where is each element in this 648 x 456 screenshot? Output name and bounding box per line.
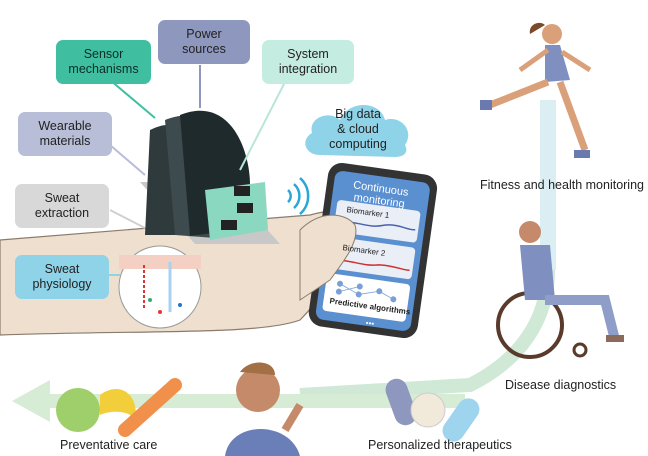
man-taking-pill [225, 362, 304, 456]
therapeutics-caption: Personalized therapeutics [368, 438, 512, 452]
fitness-caption: Fitness and health monitoring [480, 178, 644, 192]
fruits-vegetables [56, 378, 182, 437]
sweat-physiology-circle [118, 245, 202, 329]
wearable-materials-label: Wearable materials [18, 112, 112, 156]
sweat-physiology-label: Sweat physiology [15, 255, 109, 299]
wheelchair-figure [496, 221, 624, 359]
power-sources-label: Power sources [158, 20, 250, 64]
disease-caption: Disease diagnostics [505, 378, 617, 392]
cloud-icon [305, 105, 409, 157]
sensor-device [140, 110, 280, 244]
hand [299, 214, 357, 301]
pills [385, 378, 480, 442]
smartphone [308, 162, 438, 339]
wireless-signal-icon [287, 177, 310, 215]
preventative-caption: Preventative care [60, 438, 158, 452]
sensor-mechanisms-label: Sensor mechanisms [56, 40, 151, 84]
big-data-label: Big data & cloud computing [329, 106, 387, 151]
sweat-extraction-label: Sweat extraction [15, 184, 109, 228]
runner-figure [480, 22, 592, 158]
system-integration-label: System integration [262, 40, 354, 84]
